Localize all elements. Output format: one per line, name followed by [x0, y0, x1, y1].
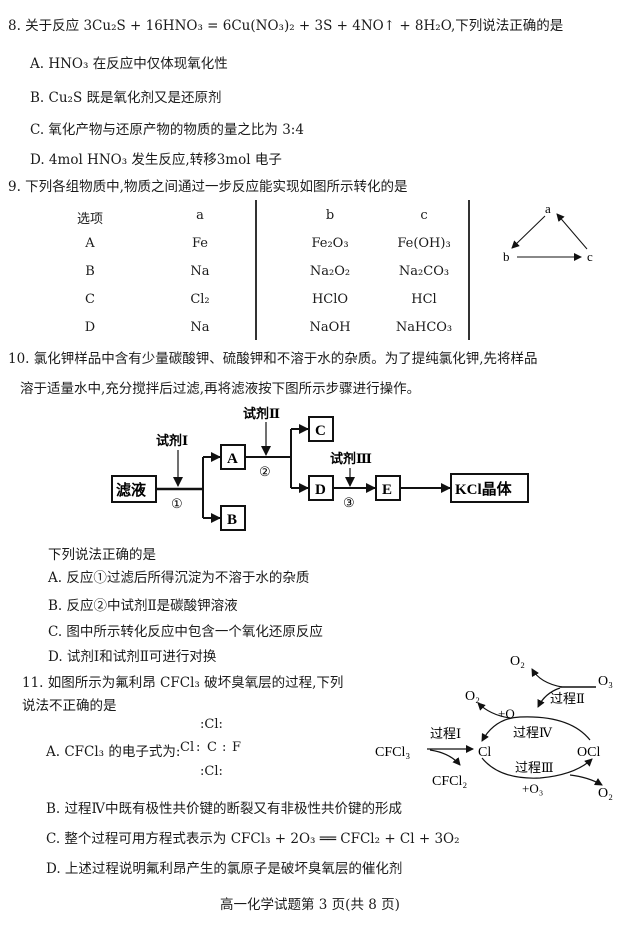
- label-plus-o3: +O₃: [522, 781, 543, 796]
- table-cell: A: [85, 236, 95, 251]
- q8-option-a: A. HNO₃ 在反应中仅体现氧化性: [30, 56, 228, 72]
- q10-stem-line2: 溶于适量水中,充分搅拌后过滤,再将滤液按下图所示步骤进行操作。: [20, 381, 421, 397]
- box-e: [375, 475, 401, 501]
- node-c: c: [587, 249, 593, 264]
- q11-option-d: D. 上述过程说明氟利昂产生的氯原子是破坏臭氧层的催化剂: [46, 861, 403, 877]
- label-d: D: [315, 482, 326, 498]
- label-o2-top: O₂: [510, 654, 525, 669]
- q8-option-d: D. 4mol HNO₃ 发生反应,转移3mol 电子: [30, 152, 282, 168]
- label-a: A: [227, 451, 238, 467]
- q11-option-b: B. 过程Ⅳ中既有极性共价键的断裂又有非极性共价键的形成: [46, 801, 402, 817]
- table-cell: NaOH: [309, 320, 351, 335]
- lewis-center: C: [207, 740, 217, 755]
- label-step-1: ①: [171, 496, 183, 511]
- label-o2-mid: O₂: [465, 689, 480, 704]
- table-cell: Fe(OH)₃: [397, 236, 451, 251]
- label-process-1: 过程Ⅰ: [430, 726, 461, 741]
- label-step-2: ②: [259, 464, 271, 479]
- q11-ozone-diagram: O₂ O₃ O₂ 过程Ⅱ +O 过程Ⅳ 过程Ⅰ CFCl₃ Cl OCl 过程Ⅲ…: [375, 654, 613, 801]
- table-header: 选项: [76, 212, 103, 227]
- table-cell: Na: [190, 264, 210, 279]
- box-kcl-crystal: [450, 473, 529, 503]
- label-filtrate: 滤液: [116, 481, 147, 499]
- table-cell: Fe: [191, 236, 208, 251]
- table-cell: NaHCO₃: [395, 320, 453, 335]
- q9-triangle-diagram: a b c: [503, 201, 593, 264]
- table-cell: C: [85, 292, 95, 307]
- table-header: a: [196, 208, 204, 223]
- table-cell: HClO: [311, 292, 349, 307]
- label-e: E: [382, 482, 392, 498]
- lewis-mid-left: Cl: [180, 740, 195, 755]
- label-c: C: [315, 423, 326, 439]
- q10-stem-line1: 10. 氯化钾样品中含有少量碳酸钾、硫酸钾和不溶于水的杂质。为了提纯氯化钾,先将…: [8, 351, 538, 367]
- label-cfcl3: CFCl₃: [375, 745, 410, 760]
- label-kcl-crystal: KCl晶体: [455, 480, 513, 498]
- q10-option-c: C. 图中所示转化反应中包含一个氧化还原反应: [48, 624, 323, 640]
- table-divider: [255, 200, 257, 340]
- label-reagent-1: 试剂Ⅰ: [156, 433, 188, 448]
- table-cell: B: [85, 264, 95, 279]
- q11-option-a-prefix: A. CFCl₃ 的电子式为:: [46, 744, 181, 760]
- q10-option-b: B. 反应②中试剂Ⅱ是碳酸钾溶液: [48, 598, 238, 614]
- label-ocl: OCl: [577, 745, 600, 760]
- node-b: b: [503, 249, 510, 264]
- table-header: b: [325, 208, 335, 223]
- arrow-c-to-a: [556, 213, 588, 250]
- label-process-2: 过程Ⅱ: [550, 691, 585, 706]
- label-process-4: 过程Ⅳ: [513, 725, 553, 740]
- q8-option-b: B. Cu₂S 既是氧化剂又是还原剂: [30, 90, 222, 106]
- q11-stem-line1: 11. 如图所示为氟利昂 CFCl₃ 破坏臭氧层的过程,下列: [22, 675, 344, 691]
- label-cl: Cl: [478, 745, 491, 760]
- lewis-bottom: :Cl:: [200, 764, 223, 779]
- box-d: [308, 475, 334, 501]
- node-a: a: [545, 201, 551, 216]
- label-cfcl2: CFCl₂: [432, 774, 467, 789]
- arrow-a-to-b: [511, 215, 546, 249]
- box-b: [220, 505, 246, 531]
- table-cell: HCl: [411, 292, 437, 307]
- table-cell: Fe₂O₃: [311, 236, 349, 251]
- lewis-top: :Cl:: [200, 717, 223, 732]
- q8-option-c: C. 氧化产物与还原产物的物质的量之比为 3:4: [30, 122, 304, 138]
- q10-prompt: 下列说法正确的是: [48, 547, 156, 563]
- table-cell: Na₂O₂: [309, 264, 351, 279]
- q8-stem: 8. 关于反应 3Cu₂S + 16HNO₃ = 6Cu(NO₃)₂ + 3S …: [8, 18, 564, 34]
- label-o3: O₃: [598, 674, 613, 689]
- q10-flow-diagram: 滤液 试剂Ⅰ ① A B 试剂Ⅱ ② C D 试剂Ⅲ ③ E KCl晶体: [111, 406, 529, 531]
- label-reagent-2: 试剂Ⅱ: [243, 406, 280, 421]
- lewis-bond: :: [196, 740, 201, 755]
- table-header: c: [420, 208, 428, 223]
- q11-stem-line2: 说法不正确的是: [22, 698, 117, 714]
- label-step-3: ③: [343, 495, 355, 510]
- table-cell: D: [84, 320, 96, 335]
- q10-option-d: D. 试剂Ⅰ和试剂Ⅱ可进行对换: [48, 649, 217, 665]
- table-divider: [468, 200, 470, 340]
- table-cell: Na: [190, 320, 210, 335]
- q9-options-table: 选项 a b c A Fe Fe₂O₃ Fe(OH)₃ B Na Na₂O₂ N…: [60, 200, 480, 340]
- lewis-right: F: [232, 740, 242, 755]
- q11-option-c: C. 整个过程可用方程式表示为 CFCl₃ + 2O₃ ══ CFCl₂ + C…: [46, 831, 460, 847]
- table-cell: Cl₂: [190, 292, 210, 307]
- lewis-bond: :: [222, 740, 227, 755]
- label-o2-bottom: O₂: [598, 786, 613, 801]
- box-c: [308, 416, 334, 442]
- q9-stem: 9. 下列各组物质中,物质之间通过一步反应能实现如图所示转化的是: [8, 179, 408, 195]
- label-process-3: 过程Ⅲ: [515, 760, 554, 775]
- q10-option-a: A. 反应①过滤后所得沉淀为不溶于水的杂质: [48, 570, 310, 586]
- page-footer: 高一化学试题第 3 页(共 8 页): [220, 897, 400, 913]
- label-plus-o: +O: [498, 706, 515, 721]
- label-b: B: [227, 512, 237, 528]
- label-reagent-3: 试剂Ⅲ: [330, 451, 372, 466]
- table-cell: Na₂CO₃: [398, 264, 450, 279]
